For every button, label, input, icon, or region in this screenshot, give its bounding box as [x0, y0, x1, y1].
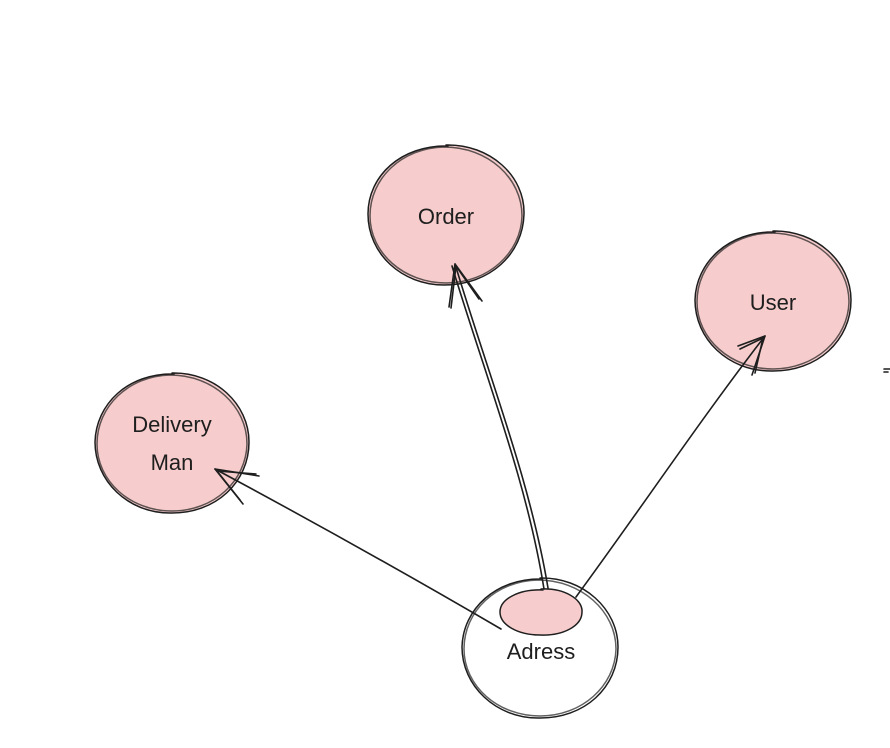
edge-address-to-order: [448, 263, 549, 590]
node-order-label: Order: [418, 204, 474, 229]
node-user[interactable]: User: [694, 230, 852, 372]
arrowhead-order: [448, 263, 483, 308]
edge-address-to-delivery-man: [214, 468, 502, 630]
node-address[interactable]: Adress: [461, 577, 619, 719]
address-inner-ellipse: [500, 589, 582, 635]
arrowhead-user: [737, 335, 766, 376]
edge-address-to-user: [575, 335, 766, 598]
node-address-label: Adress: [507, 639, 575, 664]
node-delivery-man-label-line2: Man: [151, 450, 194, 475]
node-user-label: User: [750, 290, 796, 315]
stray-mark: [883, 368, 890, 373]
node-delivery-man[interactable]: Delivery Man: [94, 372, 250, 514]
node-order[interactable]: Order: [367, 144, 525, 286]
node-delivery-man-label-line1: Delivery: [132, 412, 211, 437]
